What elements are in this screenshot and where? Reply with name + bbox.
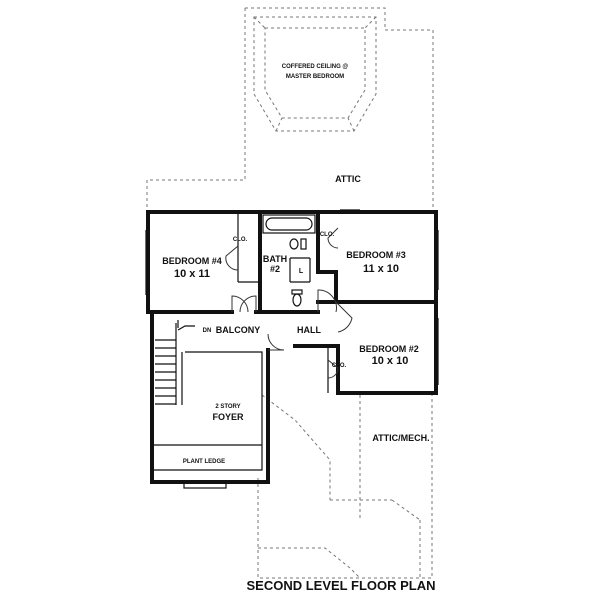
foyer-label-line-1: 2 STORY xyxy=(215,404,240,410)
bedroom-4-name: BEDROOM #4 xyxy=(162,256,222,266)
bedroom-3-name: BEDROOM #3 xyxy=(346,250,406,260)
linen-label: L xyxy=(299,268,304,275)
foyer-label-line-2: FOYER xyxy=(212,412,244,422)
bath-fixtures xyxy=(262,214,316,307)
coffered-ceiling-label: COFFERED CEILING @ xyxy=(282,64,349,70)
stair-down-label: DN xyxy=(203,328,212,334)
bath-number: #2 xyxy=(270,264,280,274)
door-swings xyxy=(225,227,353,379)
windows xyxy=(145,209,439,489)
closet-label: CLO. xyxy=(332,363,347,369)
coffered-ceiling-label-2: MASTER BEDROOM xyxy=(286,74,344,80)
plan-title: SECOND LEVEL FLOOR PLAN xyxy=(247,578,436,593)
balcony-label: BALCONY xyxy=(216,325,261,335)
bedroom-2-name: BEDROOM #2 xyxy=(359,344,419,354)
lower-roof-outline xyxy=(257,394,433,579)
balcony-rail xyxy=(152,323,263,471)
bath-name: BATH xyxy=(263,254,287,264)
closet-label: CLO. xyxy=(320,232,335,238)
attic-mech-label: ATTIC/MECH. xyxy=(372,433,429,443)
room-labels: COFFERED CEILING @ MASTER BEDROOM ATTIC … xyxy=(162,64,429,465)
hall-label: HALL xyxy=(297,325,321,335)
closet-label: CLO. xyxy=(233,237,248,243)
bedroom-2-size: 10 x 10 xyxy=(372,355,409,367)
bedroom-3-size: 11 x 10 xyxy=(363,263,399,275)
bedroom-4-size: 10 x 11 xyxy=(174,268,210,280)
plant-ledge-label: PLANT LEDGE xyxy=(183,459,225,465)
interior-walls xyxy=(237,210,438,393)
exterior-walls xyxy=(146,210,438,484)
attic-label: ATTIC xyxy=(335,174,361,184)
upper-roof-outline xyxy=(146,7,434,208)
stair xyxy=(155,320,195,405)
